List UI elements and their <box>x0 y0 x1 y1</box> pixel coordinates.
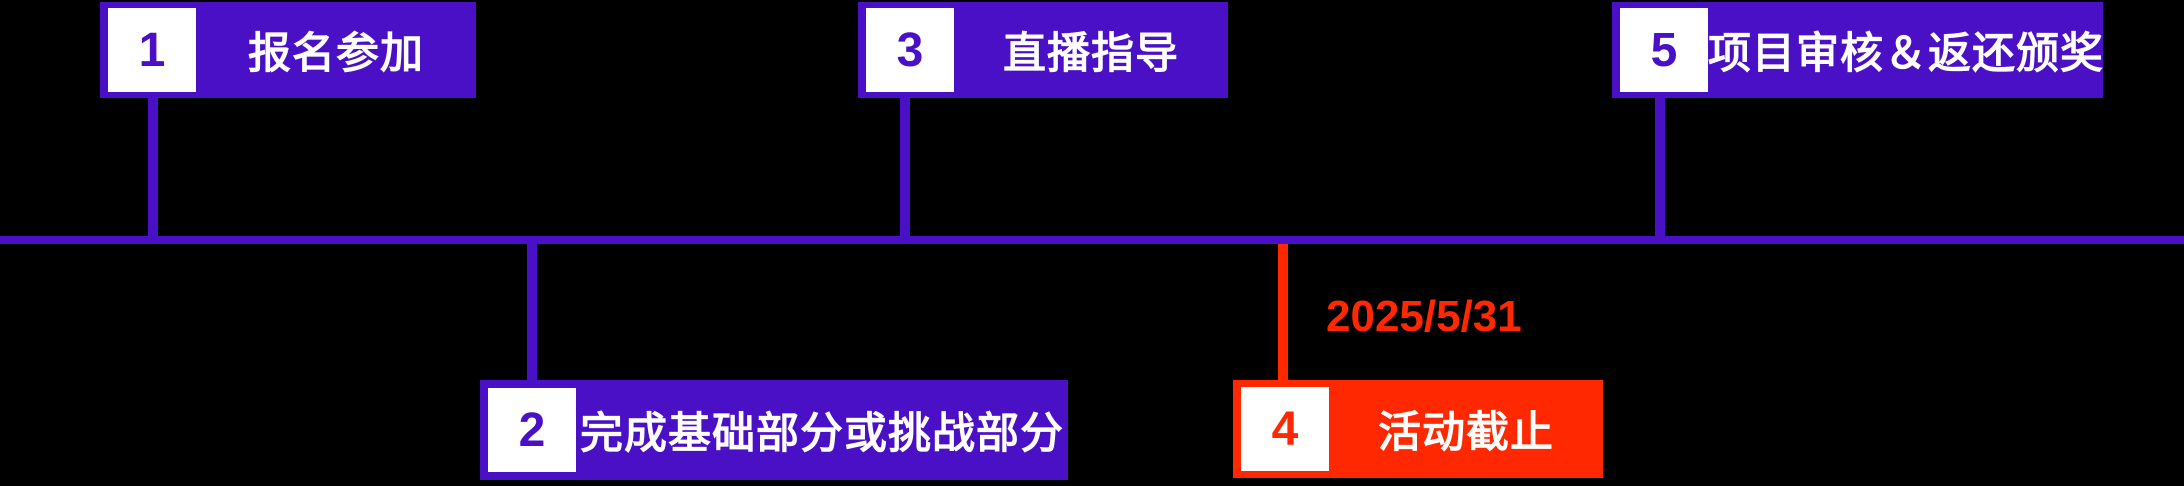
step-box-1: 1 报名参加 <box>100 2 476 98</box>
step-box-4: 4 活动截止 <box>1233 380 1603 478</box>
step-2-connector-line <box>527 244 537 381</box>
step-3-label: 直播指导 <box>1003 30 1179 78</box>
step-2-label: 完成基础部分或挑战部分 <box>580 410 1064 458</box>
deadline-date-label: 2025/5/31 <box>1326 292 1522 341</box>
step-5-connector-line <box>1655 96 1665 237</box>
step-box-3: 3 直播指导 <box>858 2 1228 98</box>
step-4-connector-line <box>1278 244 1288 381</box>
step-box-5: 5 项目审核＆返还颁奖 <box>1612 2 2103 98</box>
step-1-connector-line <box>148 96 158 237</box>
step-box-2: 2 完成基础部分或挑战部分 <box>480 380 1068 480</box>
step-1-number-badge: 1 <box>108 8 196 92</box>
step-5-label: 项目审核＆返还颁奖 <box>1708 30 2104 78</box>
step-5-number-badge: 5 <box>1620 8 1708 92</box>
step-3-number-badge: 3 <box>866 8 954 92</box>
step-4-number-badge: 4 <box>1241 387 1329 471</box>
step-3-connector-line <box>900 96 910 237</box>
step-2-number-badge: 2 <box>488 388 576 472</box>
timeline-axis-line <box>0 236 2184 244</box>
step-1-label: 报名参加 <box>248 30 424 78</box>
step-4-label: 活动截止 <box>1378 409 1554 457</box>
